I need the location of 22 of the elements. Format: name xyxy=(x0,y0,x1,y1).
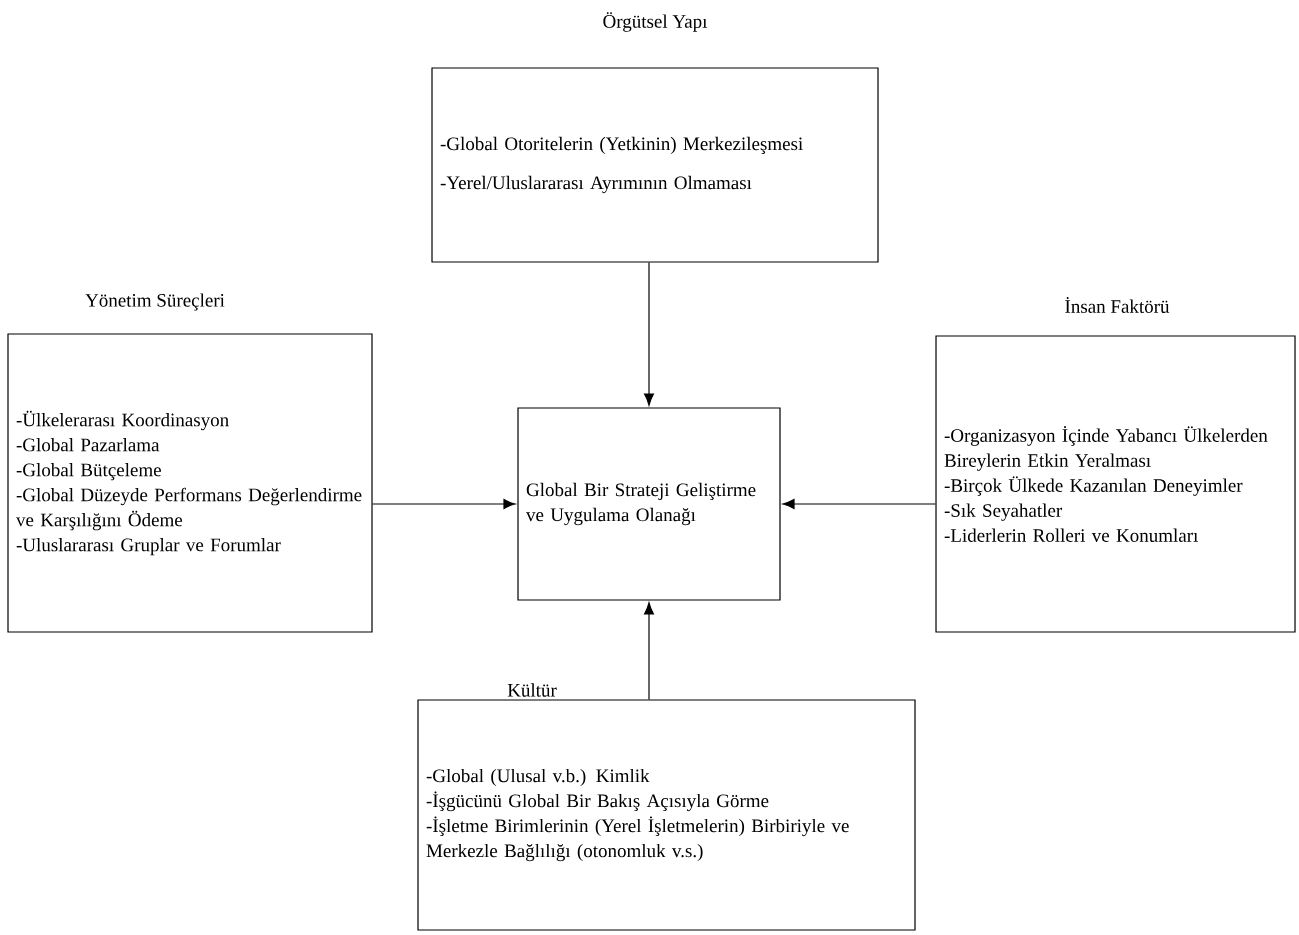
arrow xyxy=(644,262,655,406)
heading: Örgütsel Yapı xyxy=(603,12,708,32)
node-label: -Birçok Ülkede Kazanılan Deneyimler xyxy=(944,476,1243,496)
arrow xyxy=(644,602,655,700)
heading: Kültür xyxy=(507,683,557,697)
factor-box: -Organizasyon İçinde Yabancı Ülkelerden Bireylerin Etkin Yeralması -Birçok Ülkede Kazanılan Deneyimler -Sık Seyahatler -Liderlerin Rolleri ve Konumları xyxy=(935,335,1296,633)
factor-box: -Global Otoritelerin (Yetkinin) Merkezileşmesi -Yerel/Uluslararası Ayrımının Olmaması xyxy=(431,67,879,263)
factor-box: -Ülkelerarası Koordinasyon -Global Pazarlama -Global Bütçeleme -Global Düzeyde Performans Değerlendirme ve Karşılığını Ödeme -Uluslararası Gruplar ve Forumlar xyxy=(7,333,373,633)
node-label: -Global Bütçeleme xyxy=(16,463,161,481)
node-label: -Global Pazarlama xyxy=(16,438,160,452)
node-label: -Liderlerin Rolleri ve Konumları xyxy=(944,528,1198,542)
node-label: -Organizasyon İçinde Yabancı Ülkelerden Bireylerin Etkin Yeralması xyxy=(944,426,1268,471)
heading: İnsan Faktörü xyxy=(1065,297,1170,313)
node-label: -Global Düzeyde Performans Değerlendirme ve Karşılığını Ödeme xyxy=(16,487,362,531)
node-label: -Uluslararası Gruplar ve Forumlar xyxy=(16,538,281,556)
arrow xyxy=(372,498,516,510)
heading: Yönetim Süreçleri xyxy=(85,293,225,311)
factor-box: Global Bir Strateji Geliştirme ve Uygulama Olanağı xyxy=(517,407,781,601)
factor-box: -Global (Ulusal v.b.) Kimlik -İşgücünü Global Bir Bakış Açısıyla Görme -İşletme Birimlerinin (Yerel İşletmelerin) Birbiriyle ve Merkezle Bağlılığı (otonomluk v.s.) xyxy=(417,699,916,931)
arrow xyxy=(782,498,936,510)
node-label: -Ülkelerarası Koordinasyon xyxy=(16,410,229,431)
node-label: -Sık Seyahatler xyxy=(944,503,1063,521)
